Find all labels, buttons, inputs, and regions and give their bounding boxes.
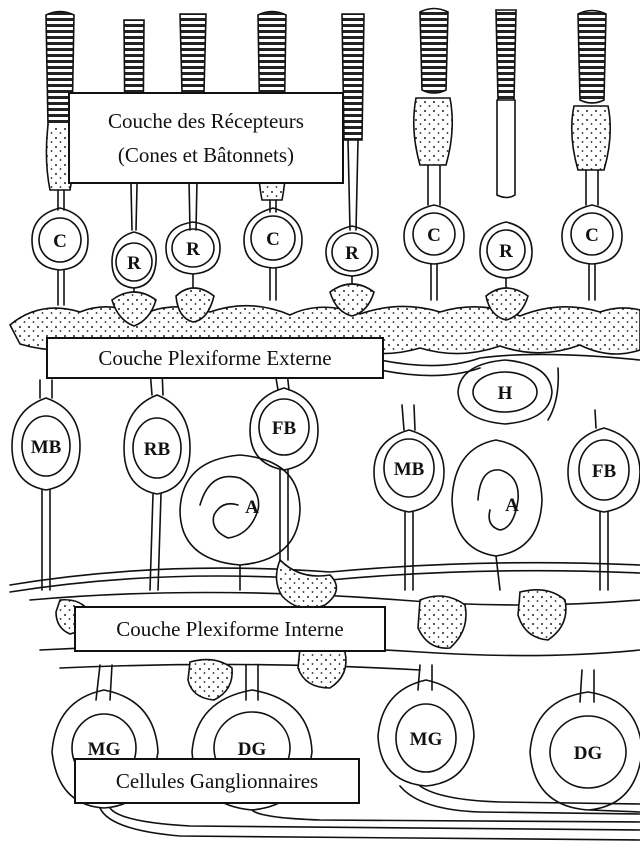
cone-label: C [266,229,280,250]
cone-label: C [427,225,441,246]
cone-label: C [585,225,599,246]
cone-outer-segment [572,11,611,171]
inner-plexiform-layer-title: Couche Plexiforme Interne [116,612,343,646]
ganglion-layer-label: Cellules Ganglionnaires [74,758,360,804]
midget-ganglion-label: MG [88,739,121,760]
outer-plexiform-layer-label: Couche Plexiforme Externe [46,337,384,379]
diffuse-ganglion-label: DG [238,739,267,760]
midget-bipolar-label: MB [394,459,425,480]
midget-bipolar-label: MB [31,437,62,458]
outer-plexiform-layer-title: Couche Plexiforme Externe [98,341,331,375]
rod-outer-segment [496,10,516,198]
flat-bipolar-label: FB [592,461,617,482]
receptor-layer-subtitle: (Cones et Bâtonnets) [118,138,294,172]
horizontal-cell-label: H [498,383,513,404]
rod-label: R [345,243,359,264]
inner-plexiform-layer-label: Couche Plexiforme Interne [74,606,386,652]
cone-outer-segment [414,9,453,166]
amacrine-label: A [245,497,259,518]
flat-bipolar-label: FB [272,418,297,439]
rod-label: R [499,241,513,262]
ganglion-layer-title: Cellules Ganglionnaires [116,764,318,798]
midget-ganglion-label: MG [410,729,443,750]
cone-label: C [53,231,67,252]
rod-label: R [186,239,200,260]
rod-outer-segment [342,14,364,230]
rod-label: R [127,253,141,274]
receptor-layer-title: Couche des Récepteurs [108,104,304,138]
receptor-layer-label: Couche des Récepteurs (Cones et Bâtonnet… [68,92,344,184]
amacrine-label: A [505,495,519,516]
diffuse-ganglion-label: DG [574,743,603,764]
rod-bipolar-label: RB [144,439,171,460]
